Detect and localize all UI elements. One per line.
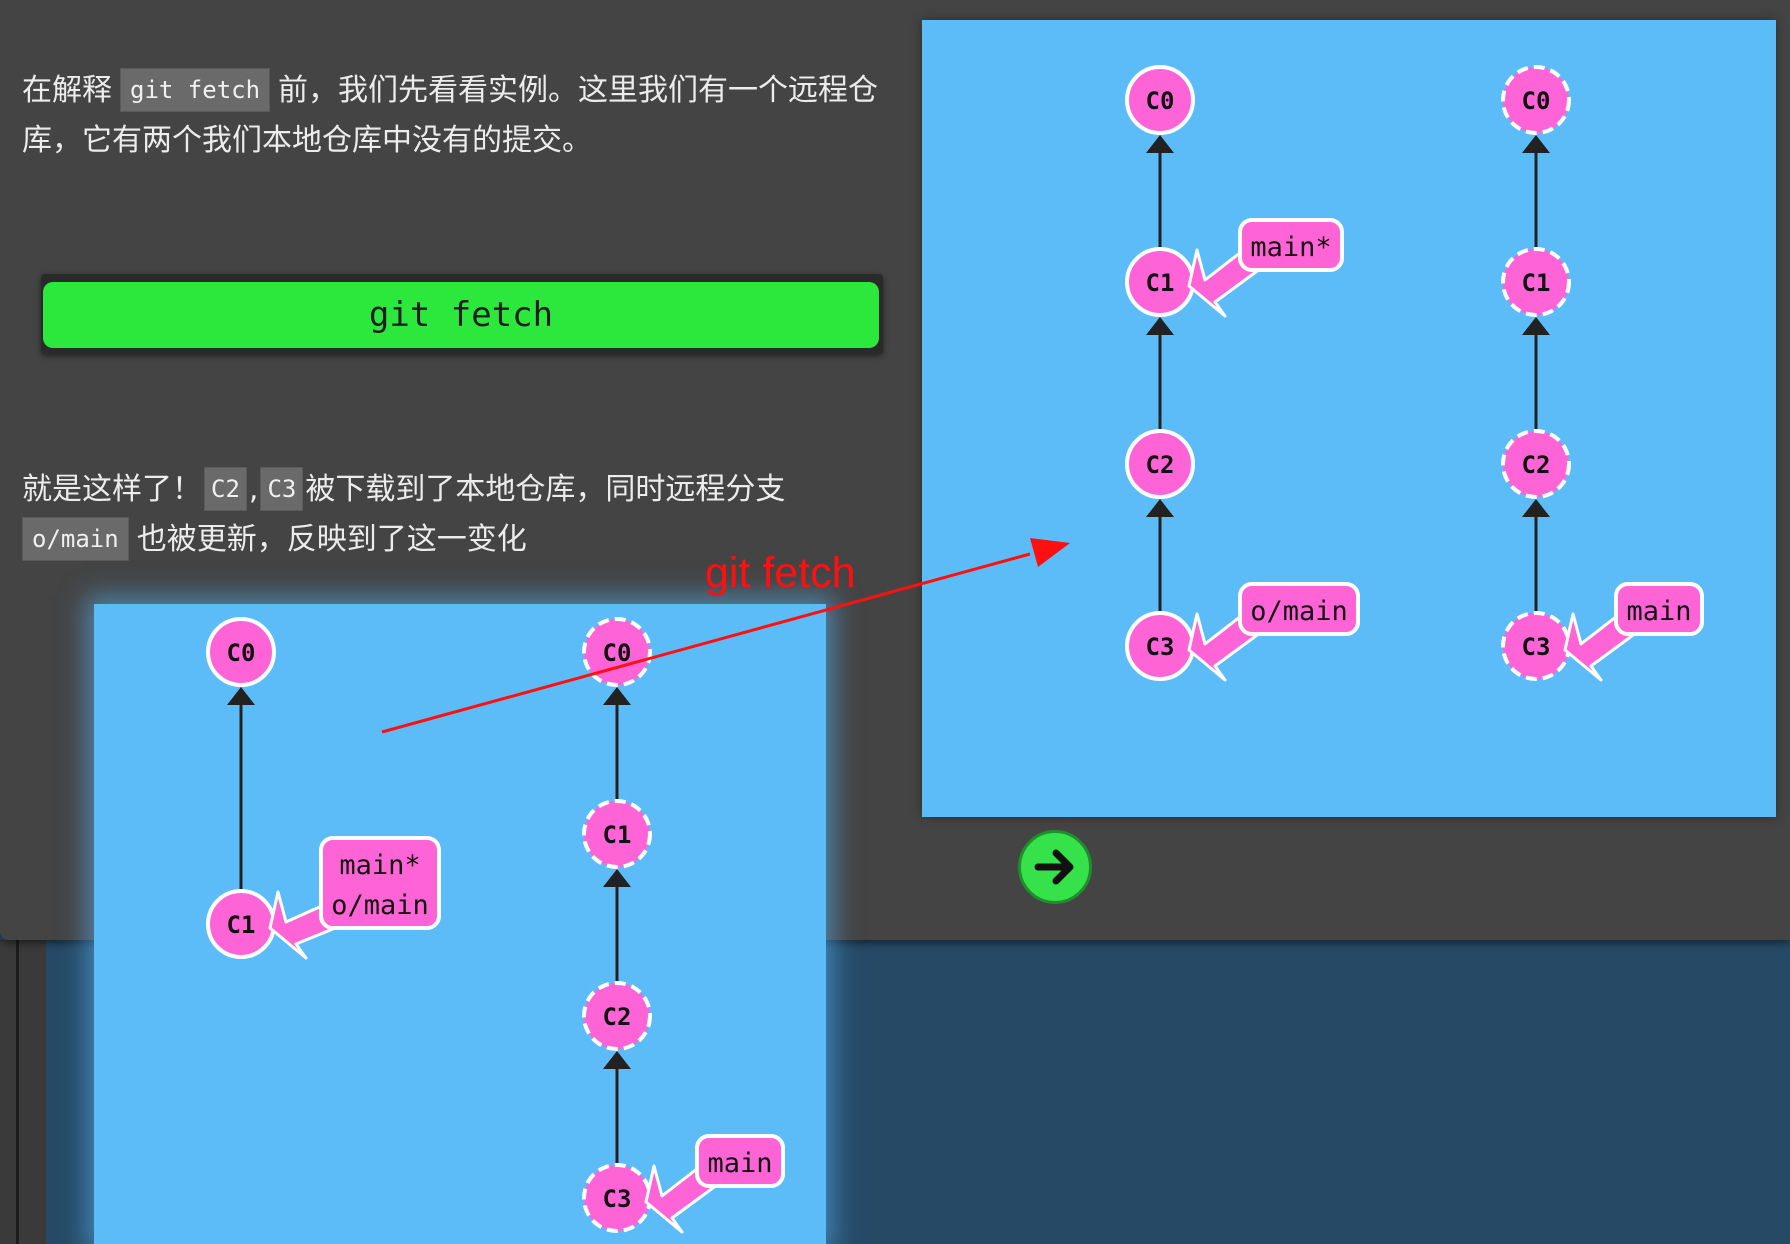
after-local-commit-label-C3: C3 [1146, 633, 1175, 661]
before-local-branch-label-omain: o/main [331, 890, 429, 921]
after-remote-commit-label-C0: C0 [1522, 87, 1551, 115]
after-local-branch-label-main: main* [1250, 232, 1331, 263]
result-middle: 被下载到了本地仓库，同时远程分支 [305, 472, 786, 507]
after-local-commit-label-C2: C2 [1146, 451, 1175, 479]
after-remote-commit-label-C3: C3 [1522, 633, 1551, 661]
before-remote-commit-C1 [582, 799, 652, 869]
before-remote-commit-label-C3: C3 [603, 1185, 632, 1213]
inline-code-c3: C3 [260, 466, 304, 511]
intro-before: 在解释 [22, 73, 112, 108]
after-local-edge-arrowhead-C2 [1146, 317, 1174, 335]
before-remote-commit-label-C1: C1 [603, 821, 632, 849]
after-remote-commit-label-C2: C2 [1522, 451, 1551, 479]
before-local-commit-label-C0: C0 [227, 639, 256, 667]
after-local-commit-label-C1: C1 [1146, 269, 1175, 297]
after-remote-commit-label-C1: C1 [1522, 269, 1551, 297]
before-local-branch-label-main: main* [339, 850, 420, 881]
after-remote-branch-box-main [1614, 582, 1704, 636]
before-local-commit-label-C1: C1 [227, 911, 256, 939]
after-local-commit-C2 [1125, 429, 1195, 499]
before-remote-commit-label-C2: C2 [603, 1003, 632, 1031]
before-local-edge-arrowhead-C1 [227, 687, 255, 705]
before-remote-commit-C2 [582, 981, 652, 1051]
before-remote-branch-box-main [695, 1134, 785, 1188]
before-remote-edge-arrowhead-C2 [603, 869, 631, 887]
after-remote-edge-arrowhead-C1 [1522, 135, 1550, 153]
after-local-commit-C0 [1125, 65, 1195, 135]
after-remote-commit-C2 [1501, 429, 1571, 499]
after-local-branch-box-omain [1238, 582, 1360, 636]
inline-code-o-main: o/main [22, 516, 129, 561]
before-remote-edge-arrowhead-C1 [603, 687, 631, 705]
result-separator: , [248, 472, 259, 507]
inline-code-git-fetch: git fetch [120, 67, 271, 112]
after-remote-commit-C0 [1501, 65, 1571, 135]
sidebar-edge [0, 940, 46, 1244]
after-remote-branch-label-main: main [1626, 596, 1691, 627]
after-local-edge-arrowhead-C1 [1146, 135, 1174, 153]
before-local-branch-box-mainomain [319, 836, 441, 930]
arrow-right-circle-icon [1034, 849, 1074, 885]
command-block: git fetch [41, 274, 883, 354]
result-after: 也被更新，反映到了这一变化 [136, 522, 527, 557]
next-button[interactable] [1018, 830, 1092, 904]
after-local-edge-arrowhead-C3 [1146, 499, 1174, 517]
after-remote-edge-arrowhead-C3 [1522, 499, 1550, 517]
before-remote-edge-arrowhead-C3 [603, 1051, 631, 1069]
before-remote-commit-label-C0: C0 [603, 639, 632, 667]
after-remote-commit-C1 [1501, 247, 1571, 317]
after-local-branch-label-omain: o/main [1250, 596, 1348, 627]
after-local-branch-box-main [1238, 218, 1344, 272]
before-remote-branch-label-main: main [707, 1148, 772, 1179]
inline-code-c2: C2 [204, 466, 247, 511]
after-local-commit-label-C0: C0 [1146, 87, 1175, 115]
git-fetch-command-button[interactable]: git fetch [43, 282, 879, 348]
result-before: 就是这样了！ [22, 472, 202, 507]
intro-after: 前，我们先看看实例。这里我们有一个远程仓库，它有两个我们本地仓库中没有的提交。 [22, 73, 879, 158]
after-remote-edge-arrowhead-C2 [1522, 317, 1550, 335]
annotation-label: git fetch [705, 549, 856, 597]
divider [16, 940, 19, 1244]
before-local-commit-C0 [206, 617, 276, 687]
